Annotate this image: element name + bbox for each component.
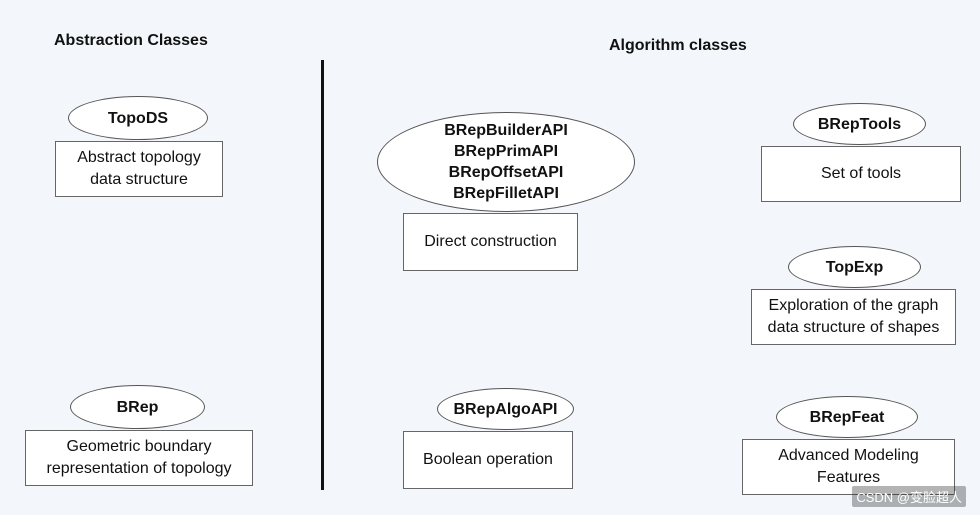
brep-oval: BRep — [70, 385, 205, 429]
brep-desc-line-2: representation of topology — [46, 460, 232, 477]
brepfeat-description-box: Advanced Modeling Features — [742, 439, 955, 495]
topexp-oval: TopExp — [788, 246, 921, 288]
set-of-tools-box: Set of tools — [761, 146, 961, 202]
topexp-desc-line-2: data structure of shapes — [767, 319, 940, 336]
breptools-label: BRepTools — [817, 115, 902, 133]
topods-desc-line-1: Abstract topology — [77, 149, 201, 166]
topods-oval: TopoDS — [68, 96, 208, 140]
topods-desc-line-2: data structure — [90, 171, 188, 188]
csdn-watermark: CSDN @变脸超人 — [852, 486, 966, 507]
boolean-operation-label: Boolean operation — [423, 451, 553, 468]
brep-desc-line-1: Geometric boundary — [66, 438, 212, 455]
topexp-description-box: Exploration of the graph data structure … — [751, 289, 956, 345]
brep-description-box: Geometric boundary representation of top… — [25, 430, 253, 486]
abstraction-classes-heading: Abstraction Classes — [54, 32, 208, 49]
brepalgoapi-oval: BRepAlgoAPI — [437, 388, 574, 430]
set-of-tools-label: Set of tools — [820, 165, 902, 182]
brepoffsetapi-label: BRepOffsetAPI — [448, 164, 564, 181]
brepbuilderapi-label: BRepBuilderAPI — [444, 122, 568, 139]
topods-description-box: Abstract topology data structure — [55, 141, 223, 197]
brepfeat-desc-line-2: Features — [816, 469, 881, 486]
topods-label: TopoDS — [107, 109, 169, 127]
algorithm-classes-heading: Algorithm classes — [609, 37, 747, 54]
topexp-desc-line-1: Exploration of the graph — [768, 297, 939, 314]
breptools-oval: BRepTools — [793, 103, 926, 145]
brep-apis-oval: BRepBuilderAPI BRepPrimAPI BRepOffsetAPI… — [377, 112, 635, 212]
direct-construction-label: Direct construction — [424, 233, 557, 250]
column-divider — [321, 60, 324, 490]
boolean-operation-box: Boolean operation — [403, 431, 573, 489]
brep-label: BRep — [116, 398, 159, 416]
topexp-label: TopExp — [825, 258, 884, 276]
brepalgoapi-label: BRepAlgoAPI — [453, 400, 558, 418]
brepfeat-label: BRepFeat — [809, 408, 885, 426]
brepfilletapi-label: BRepFilletAPI — [453, 185, 559, 202]
brepfeat-desc-line-1: Advanced Modeling — [778, 447, 919, 464]
brepprimapi-label: BRepPrimAPI — [453, 143, 559, 160]
brepfeat-oval: BRepFeat — [776, 396, 918, 438]
direct-construction-box: Direct construction — [403, 213, 578, 271]
